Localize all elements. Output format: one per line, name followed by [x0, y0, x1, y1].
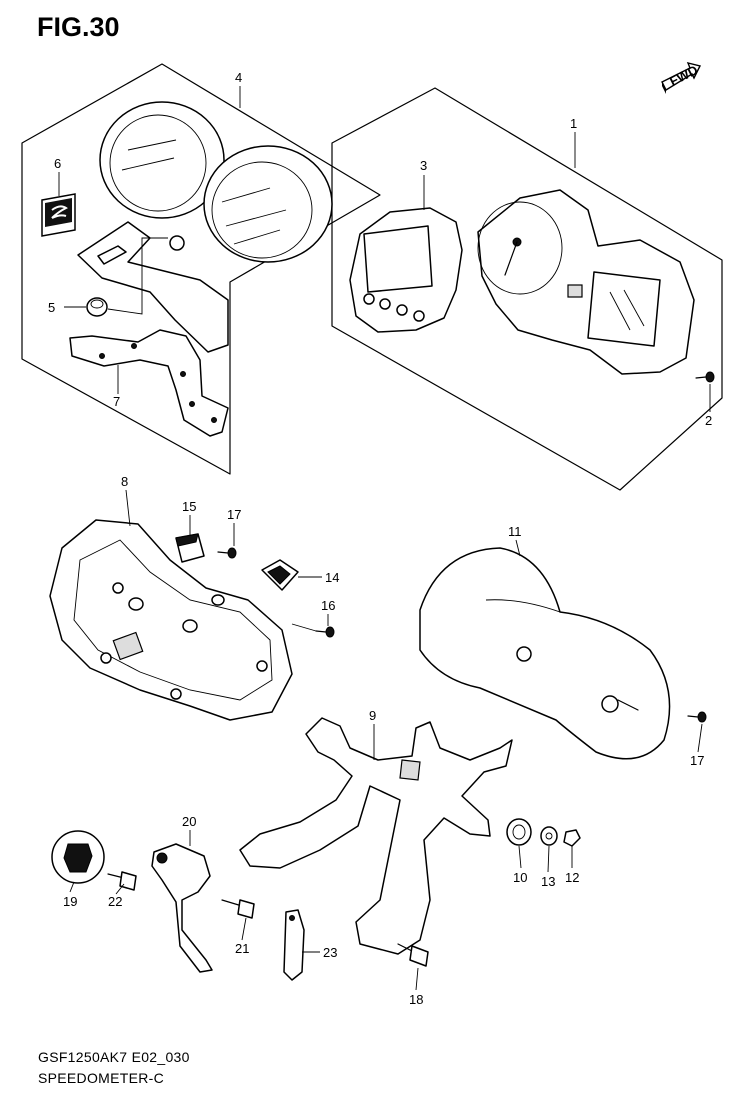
- part-11-lower-cover: [419, 547, 671, 760]
- part-10-cushion: [506, 818, 532, 846]
- part-13-washer: [540, 826, 558, 846]
- callout-20: 20: [182, 814, 196, 829]
- callout-1: 1: [570, 116, 577, 131]
- callout-8: 8: [121, 474, 128, 489]
- callout-12: 12: [565, 870, 579, 885]
- diagram-name: SPEEDOMETER-C: [38, 1070, 165, 1086]
- part-9-bracket: [239, 717, 513, 955]
- part-5-grommet: [86, 297, 108, 317]
- fwd-text: FWD: [667, 62, 700, 89]
- part-1-instrument-assembly: [477, 189, 695, 375]
- part-18-bolt: [397, 943, 429, 967]
- callout-16: 16: [321, 598, 335, 613]
- callout-22: 22: [108, 894, 122, 909]
- callout-21: 21: [235, 941, 249, 956]
- callout-23: 23: [323, 945, 337, 960]
- part-17-screw-upper: [217, 547, 237, 559]
- callout-4: 4: [235, 70, 242, 85]
- callout-19: 19: [63, 894, 77, 909]
- diagram-code: GSF1250AK7 E02_030: [38, 1049, 190, 1065]
- part-12-nut: [563, 829, 581, 847]
- callout-3: 3: [420, 158, 427, 173]
- part-21-bolt: [221, 899, 255, 919]
- callout-17-upper: 17: [227, 507, 241, 522]
- part-20-sensor: [151, 843, 213, 973]
- callout-2: 2: [705, 413, 712, 428]
- assembly-outline-1: [331, 87, 723, 491]
- callout-18: 18: [409, 992, 423, 1007]
- part-6-emblem: [41, 193, 76, 237]
- leader-lines: [58, 86, 711, 991]
- callout-labels: 4 1 3 6 5 7 2 8 15 17 14 16 11 17 9 20 1…: [48, 70, 712, 1007]
- callout-10: 10: [513, 870, 527, 885]
- part-23-clamp: [283, 909, 305, 981]
- part-16-screw: [315, 626, 335, 638]
- callout-6: 6: [54, 156, 61, 171]
- part-2-screw: [695, 371, 715, 383]
- part-14-grommet: [261, 559, 299, 591]
- callout-17-lower: 17: [690, 753, 704, 768]
- callout-9: 9: [369, 708, 376, 723]
- part-15-cushion: [175, 533, 205, 563]
- callout-11: 11: [508, 524, 522, 539]
- part-7-bracket: [69, 329, 229, 437]
- part-3-lcd-frame: [349, 207, 463, 333]
- part-17-screw-lower: [687, 711, 707, 723]
- part-8-meter-case-lower: [49, 519, 293, 721]
- part-19-grommet: [51, 830, 105, 884]
- part-4-meter-case: [77, 101, 333, 353]
- callout-14: 14: [325, 570, 339, 585]
- callout-7: 7: [113, 394, 120, 409]
- callout-15: 15: [182, 499, 196, 514]
- callout-13: 13: [541, 874, 555, 889]
- figure-title: FIG.30: [37, 12, 120, 42]
- callout-5: 5: [48, 300, 55, 315]
- part-22-bolt: [107, 871, 137, 891]
- assembly-outline-4: [21, 63, 381, 475]
- fwd-arrow-icon: FWD: [661, 61, 702, 94]
